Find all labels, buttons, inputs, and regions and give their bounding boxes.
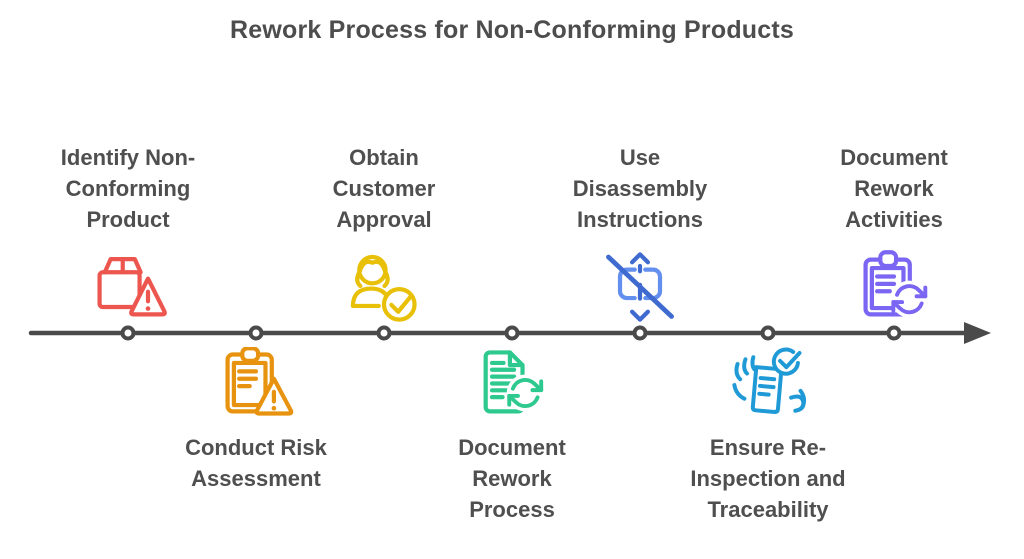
person-check-icon [350, 254, 417, 322]
step-obtain-customer-approval: Obtain Customer Approval [274, 142, 494, 327]
timeline-dot [248, 325, 264, 341]
step-label: Obtain Customer Approval [332, 145, 436, 232]
timeline-dot [886, 325, 902, 341]
clipboard-refresh-icon [863, 250, 928, 318]
step-label: Document Rework Activities [840, 145, 948, 232]
package-warning-icon [97, 257, 167, 317]
timeline-arrowhead-icon [964, 322, 991, 344]
timeline-axis [28, 322, 991, 344]
step-ensure-re-inspection-and-traceability: Ensure Re- Inspection and Traceability [653, 344, 883, 525]
step-document-rework-activities: Document Rework Activities [784, 142, 1004, 327]
step-label: Conduct Risk Assessment [185, 435, 327, 491]
timeline-dot [760, 325, 776, 341]
timeline-dot [504, 325, 520, 341]
timeline-dot [632, 325, 648, 341]
hands-inspection-check-icon [732, 347, 807, 414]
timeline-dot [120, 325, 136, 341]
step-use-disassembly-instructions: Use Disassembly Instructions [530, 142, 750, 327]
step-label: Identify Non- Conforming Product [60, 145, 196, 232]
timeline-dot [376, 325, 392, 341]
step-document-rework-process: Document Rework Process [397, 344, 627, 525]
step-identify-non-conforming-product: Identify Non- Conforming Product [18, 142, 238, 327]
disassembly-prohibited-icon [606, 252, 674, 322]
step-label: Use Disassembly Instructions [572, 145, 708, 232]
step-label: Ensure Re- Inspection and Traceability [690, 435, 846, 522]
step-label: Document Rework Process [458, 435, 566, 522]
clipboard-warning-icon [225, 347, 294, 416]
step-conduct-risk-assessment: Conduct Risk Assessment [141, 344, 371, 494]
diagram-title: Rework Process for Non-Conforming Produc… [229, 16, 794, 44]
document-refresh-icon [483, 350, 544, 414]
